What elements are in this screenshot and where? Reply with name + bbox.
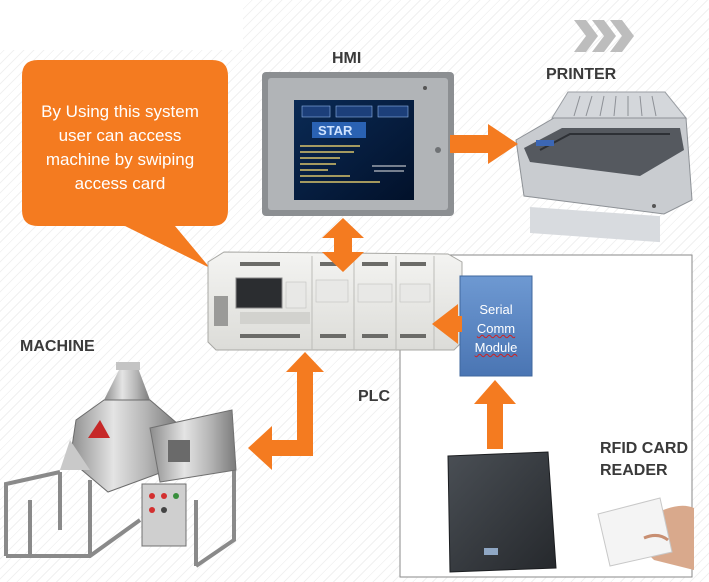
callout-text: By Using this system user can access mac… <box>30 100 210 196</box>
callout-bubble <box>22 60 228 268</box>
header-blank-area <box>0 0 243 50</box>
callout-line: access card <box>74 174 166 193</box>
rfid-reader-image <box>447 451 557 573</box>
rfid-label-line2: READER <box>600 462 668 479</box>
arrow-hmi-to-printer-icon <box>450 124 518 164</box>
hmi-label: HMI <box>332 50 362 67</box>
access-card-hand-image <box>597 497 694 570</box>
rfid-label-line1: RFID CARD <box>600 440 688 457</box>
arrow-hmi-plc-bidirectional-icon <box>322 218 364 272</box>
serial-comm-module-box <box>459 275 533 377</box>
hmi-device-image: STAR <box>262 72 454 216</box>
arrow-reader-to-module-icon <box>474 380 516 449</box>
printer-image <box>515 91 693 243</box>
callout-line: By Using this system <box>41 102 199 121</box>
serial-comm-module-label: Serial Comm Module <box>461 300 531 357</box>
arrow-module-to-plc-icon <box>432 304 462 344</box>
serial-label-line2: Comm <box>476 321 516 336</box>
plc-image <box>207 251 463 351</box>
arrow-plc-machine-bidirectional-icon <box>248 352 324 470</box>
chevron-decoration-icon <box>574 20 634 52</box>
hmi-logo-text: STAR <box>318 123 353 138</box>
serial-label-line3: Module <box>474 340 518 355</box>
serial-label-line1: Serial <box>479 302 513 317</box>
machine-image <box>4 362 237 568</box>
plc-label: PLC <box>358 388 390 405</box>
machine-label: MACHINE <box>20 338 95 355</box>
printer-label: PRINTER <box>546 66 617 83</box>
callout-line: machine by swiping <box>45 150 195 169</box>
callout-line: user can access <box>58 126 182 145</box>
